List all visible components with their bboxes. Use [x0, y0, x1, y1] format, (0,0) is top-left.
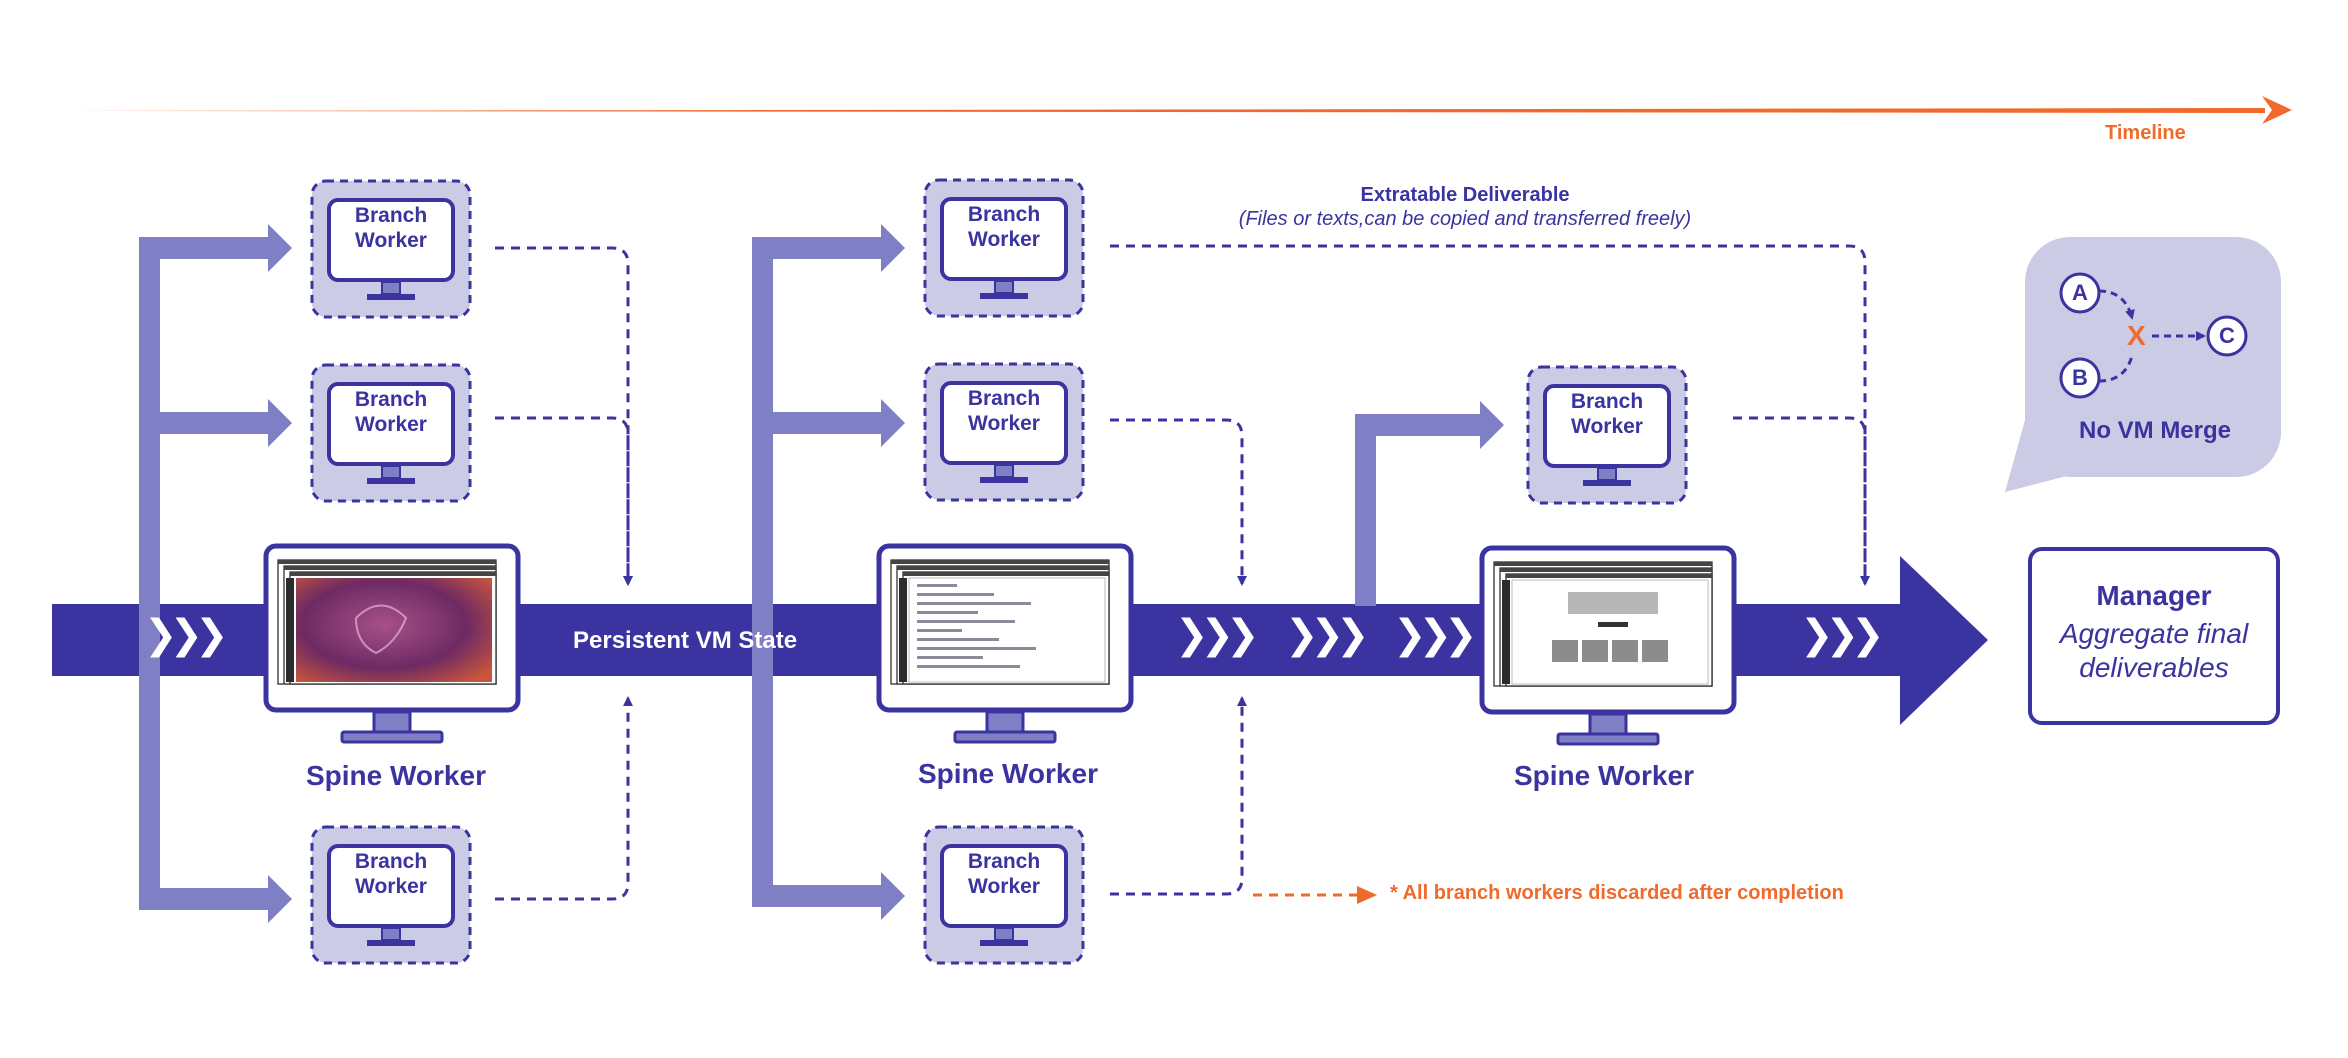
spine-worker-label: Spine Worker: [306, 760, 486, 791]
branch-worker-box: [923, 825, 1085, 965]
chevron-icon: ❯❯❯: [1175, 612, 1259, 658]
timeline-label: Timeline: [2105, 122, 2186, 144]
node-c-label: C: [2219, 323, 2235, 348]
node-c-circle: [2206, 315, 2248, 357]
branch-worker-box: [310, 825, 472, 965]
manager-box: [2028, 547, 2280, 725]
branch-worker-label: Worker: [968, 412, 1040, 435]
branch-worker-label: Worker: [355, 413, 427, 436]
chevron-icon: ❯❯❯: [1285, 612, 1369, 658]
spine-monitor: [876, 543, 1134, 744]
no-vm-merge-panel: [2005, 237, 2281, 492]
spine-worker-label: Spine Worker: [1514, 760, 1694, 791]
branch-fork-1: [139, 224, 292, 923]
monitor-icon: [1543, 384, 1671, 468]
branch-fork-3: [1355, 401, 1504, 606]
chevron-icon: ❯❯❯: [144, 612, 228, 658]
manager-title: Manager: [2096, 580, 2212, 611]
spine-worker-label: Spine Worker: [918, 758, 1098, 789]
branch-worker-label: Branch: [967, 850, 1041, 873]
node-a-circle: [2059, 272, 2101, 314]
spine-worker-monitors: [263, 543, 1737, 746]
branch-worker-label: Branch: [354, 204, 428, 227]
monitor-icon: [327, 382, 455, 466]
node-b-circle: [2059, 357, 2101, 399]
branch-worker-label: Branch: [1570, 390, 1644, 413]
branch-fork-2: [752, 224, 905, 920]
branch-worker-label: Branch: [967, 203, 1041, 226]
chevron-icon: ❯❯❯: [1393, 612, 1477, 658]
branch-worker-label: Worker: [1571, 415, 1643, 438]
monitor-icon: [940, 381, 1068, 465]
branch-worker-label: Worker: [355, 875, 427, 898]
branch-worker-box: [923, 362, 1085, 502]
timeline-arrow: [70, 96, 2292, 124]
branch-worker-label: Worker: [968, 228, 1040, 251]
branch-worker-box: [923, 178, 1085, 318]
dashed-connectors: [495, 244, 1870, 901]
branch-worker-label: Branch: [354, 388, 428, 411]
branch-worker-boxes: [310, 178, 1688, 965]
branch-worker-box: [310, 179, 472, 319]
manager-description-line1: Aggregate final: [2059, 618, 2249, 649]
spine-monitor: [1479, 545, 1737, 746]
node-a-label: A: [2072, 280, 2088, 305]
monitor-icon: [327, 844, 455, 928]
monitor-icon: [940, 844, 1068, 928]
spine-monitor: [263, 543, 521, 744]
branch-worker-box: [1526, 365, 1688, 505]
branch-worker-label: Branch: [967, 387, 1041, 410]
node-b-label: B: [2072, 365, 2088, 390]
branch-worker-label: Worker: [968, 875, 1040, 898]
chevron-icon: ❯❯❯: [1800, 612, 1884, 658]
monitor-icon: [327, 198, 455, 282]
manager-description-line2: deliverables: [2079, 652, 2229, 683]
branch-worker-box: [310, 363, 472, 503]
deliverable-title: Extratable Deliverable: [1360, 184, 1570, 206]
branch-worker-label: Worker: [355, 229, 427, 252]
deliverable-subtitle: (Files or texts,can be copied and transf…: [1238, 208, 1692, 230]
persistent-vm-state-label: Persistent VM State: [573, 627, 798, 654]
discard-note: * All branch workers discarded after com…: [1390, 882, 1844, 904]
monitor-icon: [940, 197, 1068, 281]
blocked-merge-mark: X: [2127, 320, 2146, 351]
no-vm-merge-caption: No VM Merge: [2078, 417, 2231, 444]
branch-worker-label: Branch: [354, 850, 428, 873]
